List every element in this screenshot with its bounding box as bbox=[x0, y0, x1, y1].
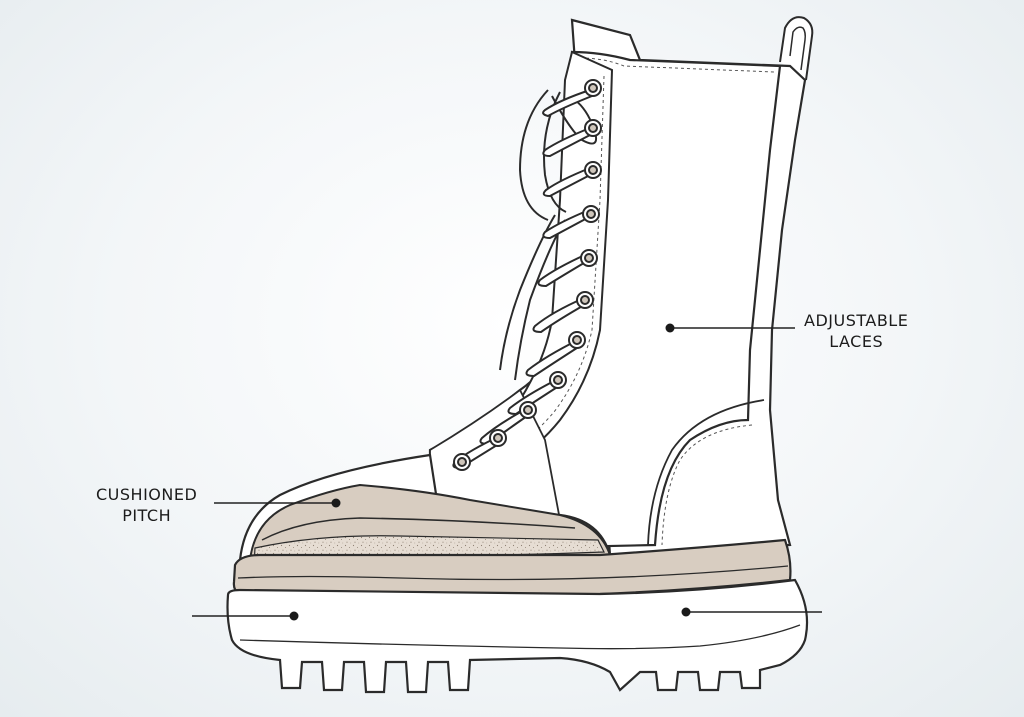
callout-cushioned-pitch-line2: PITCH bbox=[122, 506, 172, 525]
callout-adjustable-laces-line2: LACES bbox=[829, 332, 884, 351]
callout-adjustable-laces: ADJUSTABLE LACES bbox=[804, 310, 908, 352]
leader-lines bbox=[192, 327, 822, 617]
eyelets bbox=[453, 79, 602, 471]
callout-cushioned-pitch-line1: CUSHIONED bbox=[96, 485, 198, 504]
leader-dots bbox=[289, 323, 691, 621]
outsole bbox=[226, 578, 809, 694]
laces bbox=[499, 89, 598, 381]
dot-adjustable-laces bbox=[665, 323, 675, 333]
dot-midsole-left bbox=[289, 611, 299, 621]
callout-cushioned-pitch: CUSHIONED PITCH bbox=[96, 484, 197, 526]
callout-adjustable-laces-line1: ADJUSTABLE bbox=[804, 311, 909, 330]
dot-cushioned-pitch bbox=[331, 498, 341, 508]
dot-outsole-right bbox=[681, 607, 691, 617]
